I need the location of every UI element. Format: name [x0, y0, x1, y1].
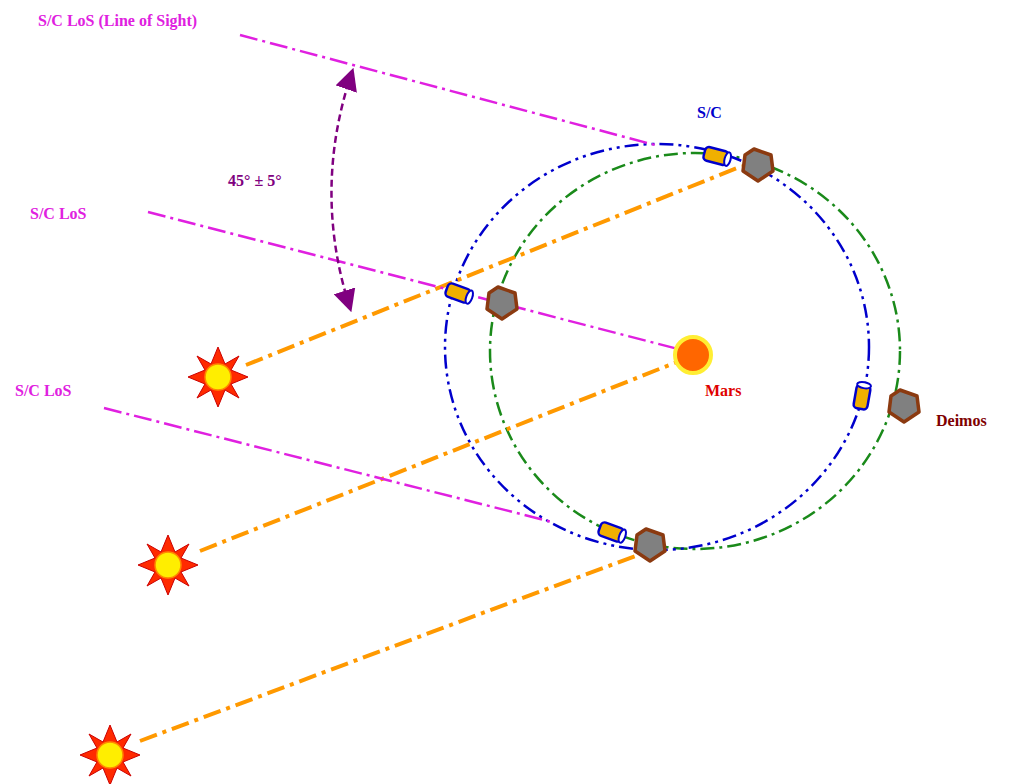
- sun-symbol: [80, 725, 140, 784]
- spacecraft: [853, 381, 871, 410]
- deimos-moon: [635, 529, 665, 561]
- line-of-sight: [104, 35, 682, 522]
- spacecraft: [444, 282, 474, 304]
- deimos-moon: [487, 287, 517, 319]
- sun-symbol: [188, 347, 248, 407]
- sun-symbol: [138, 535, 198, 595]
- spacecraft: [597, 521, 627, 543]
- angle-label: 45° ± 5°: [228, 172, 282, 190]
- spacecraft: [703, 146, 733, 167]
- deimos-moon: [889, 390, 919, 422]
- los-label: S/C LoS (Line of Sight): [38, 12, 197, 30]
- spacecraft-label: S/C: [697, 104, 722, 122]
- deimos-label: Deimos: [936, 412, 987, 430]
- spacecraft-orbit: [445, 144, 869, 550]
- los-label: S/C LoS: [15, 382, 71, 400]
- sun-rays: [140, 166, 742, 741]
- angle-arc: [331, 72, 352, 308]
- mars-label: Mars: [705, 382, 741, 400]
- deimos-moon: [743, 149, 773, 181]
- mars-planet: [675, 337, 711, 373]
- deimos-orbit: [490, 153, 900, 549]
- los-label: S/C LoS: [30, 205, 86, 223]
